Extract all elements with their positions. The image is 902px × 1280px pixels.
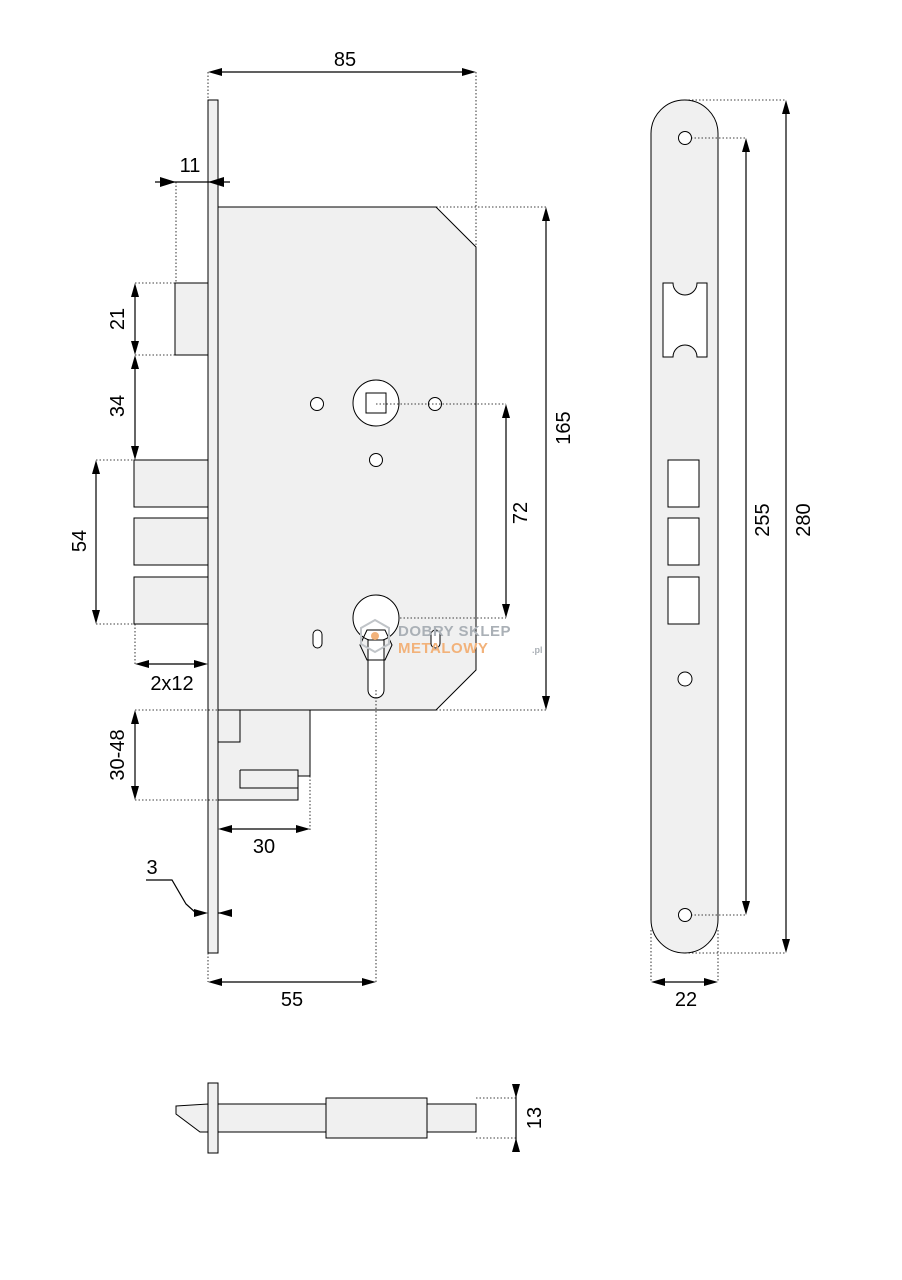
top-bolt [325,1097,428,1139]
dimension-labels: 85 11 21 34 54 2x12 30-48 30 3 55 72 165 [69,49,575,1011]
slot-hole-right [430,629,441,649]
dimension-lines [92,68,550,986]
dim-165: 165 [553,411,575,444]
dim-72: 72 [510,502,532,524]
dim-11: 11 [180,155,201,177]
dim-85: 85 [334,49,356,71]
latch-opening [662,282,708,358]
lower-hook [217,709,311,801]
latch-bolt [174,282,209,356]
hook-slot [218,710,299,789]
bolt-opening-1 [667,459,700,508]
watermark: DOBRY SKLEP METALOWY .pl [360,618,543,657]
faceplate-screw-bottom [678,908,692,922]
dim-34: 34 [107,395,129,417]
dim-55: 55 [281,989,303,1011]
dim-13: 13 [524,1107,546,1129]
dim-2x12: 2x12 [150,673,193,695]
bolt-opening-3 [667,576,700,625]
top-latch [175,1103,209,1133]
dim-30-48: 30-48 [107,729,129,780]
slot-hole-left [312,629,323,649]
dim-30: 30 [253,836,275,858]
front-view [133,99,477,954]
watermark-suffix: .pl [532,645,543,655]
dim-255: 255 [752,503,774,536]
faceplate-screw-top [678,131,692,145]
deadbolt-3 [133,576,209,625]
screw-hole-left [310,397,324,411]
watermark-line1: DOBRY SKLEP [398,623,511,640]
screw-hole-center [369,453,383,467]
watermark-line2: METALOWY [398,640,488,657]
faceplate-extension-lines [650,99,786,982]
top-faceplate [207,1082,219,1154]
dim-3: 3 [146,857,157,879]
watermark-logo-icon [360,618,390,654]
dim-21: 21 [107,308,129,330]
dim-280: 280 [793,503,815,536]
faceplate-dimension-lines [651,100,790,986]
faceplate-dimension-labels: 255 280 22 [675,503,815,1011]
spindle-square [365,392,387,414]
dim-22: 22 [675,989,697,1011]
deadbolt-2 [133,517,209,566]
cylinder-screw-hole [677,671,693,687]
cylinder-hole-slot [367,639,385,699]
deadbolt-1 [133,459,209,508]
faceplate-front-view [650,99,719,954]
dim-54: 54 [69,530,91,552]
cylinder-hex [359,629,393,661]
bolt-opening-2 [667,517,700,566]
top-view: 13 [175,1082,546,1154]
extension-lines [96,72,546,982]
faceplate-side [207,99,219,954]
